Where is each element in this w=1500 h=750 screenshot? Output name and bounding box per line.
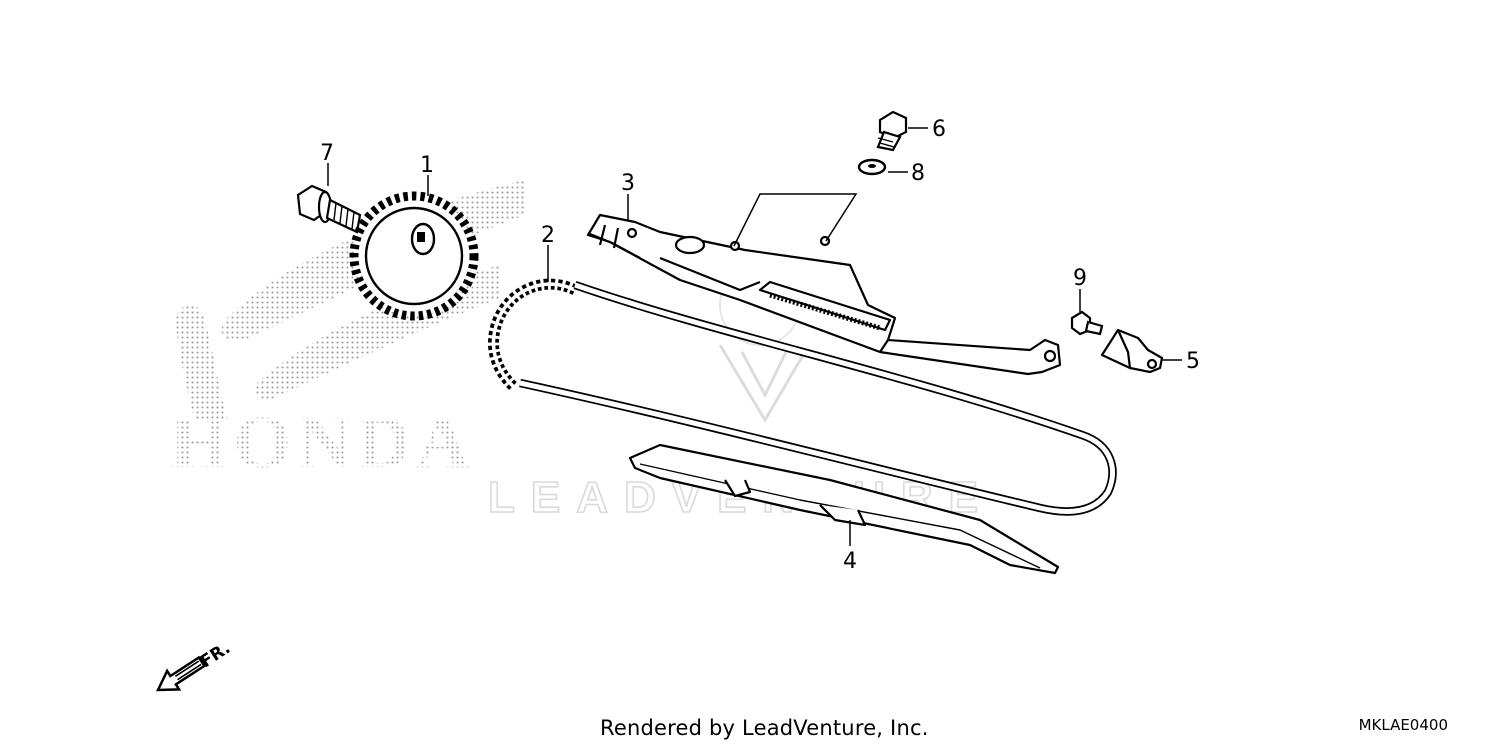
part-2-cam-chain [488, 278, 1117, 516]
callout-7: 7 [320, 141, 334, 166]
callout-6: 6 [932, 117, 946, 142]
callout-5: 5 [1186, 349, 1200, 374]
callout-2: 2 [541, 223, 555, 248]
callout-8: 8 [911, 161, 925, 186]
leader-lines [327, 127, 1182, 546]
callout-3: 3 [621, 171, 635, 196]
part-7-bolt [296, 184, 362, 234]
part-8-washer [857, 158, 887, 176]
credit-text: Rendered by LeadVenture, Inc. [600, 716, 929, 740]
diagram-code: MKLAE0400 [1358, 716, 1448, 734]
part-1-cam-sprocket [349, 191, 479, 321]
callout-1: 1 [420, 153, 434, 178]
brand-logo-text: HONDA [170, 402, 475, 484]
front-arrow-icon: FR. [155, 638, 234, 692]
callout-4: 4 [843, 549, 857, 574]
part-3-tensioner-arm [586, 213, 1062, 376]
callout-9: 9 [1073, 266, 1087, 291]
part-5-plate [1100, 328, 1164, 374]
part-4-chain-guide [628, 443, 1060, 575]
part-9-bolt [1070, 310, 1104, 336]
callouts: 7 1 2 3 6 8 9 5 4 [320, 117, 1200, 574]
part-6-bolt [876, 110, 908, 152]
